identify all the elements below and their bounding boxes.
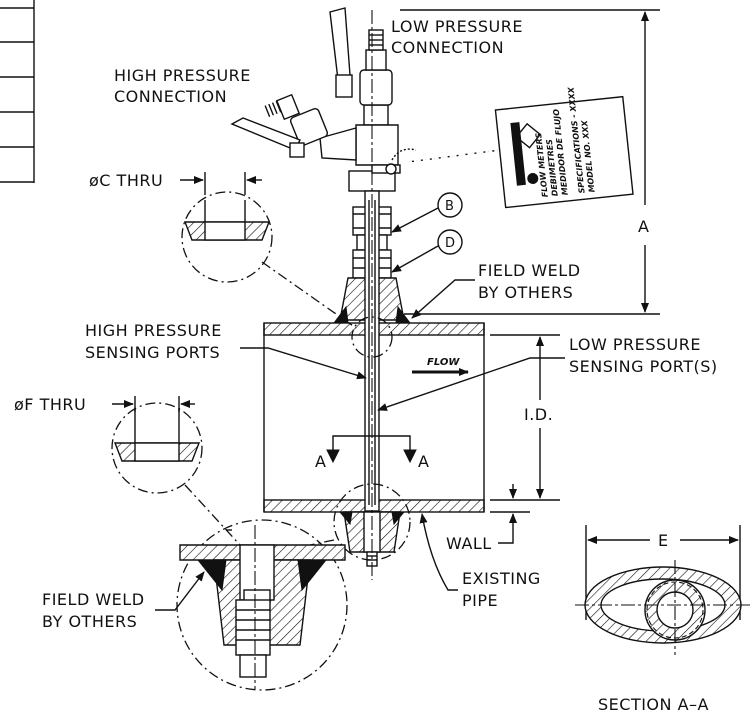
svg-text:EXISTING: EXISTING bbox=[462, 569, 541, 588]
label-high-pressure-sensing-ports: HIGH PRESSURE SENSING PORTS bbox=[85, 321, 367, 380]
dimension-id: I.D. bbox=[490, 334, 560, 501]
svg-text:FIELD WELD: FIELD WELD bbox=[42, 590, 145, 609]
tag-chain bbox=[407, 149, 501, 163]
label-field-weld-lower: FIELD WELD BY OTHERS bbox=[42, 571, 205, 631]
flow-label: FLOW bbox=[427, 357, 460, 368]
svg-text:LOW PRESSURE: LOW PRESSURE bbox=[391, 17, 523, 36]
svg-text:SENSING PORT(S): SENSING PORT(S) bbox=[569, 357, 718, 376]
svg-text:HIGH PRESSURE: HIGH PRESSURE bbox=[85, 321, 222, 340]
svg-text:HIGH PRESSURE: HIGH PRESSURE bbox=[114, 66, 251, 85]
label-field-weld-upper: FIELD WELD BY OTHERS bbox=[411, 261, 581, 319]
dim-id-label: I.D. bbox=[524, 405, 553, 424]
section-cut-markers: A A bbox=[315, 435, 429, 471]
label-low-pressure-sensing-ports: LOW PRESSURE SENSING PORT(S) bbox=[377, 335, 718, 411]
detail-f: øF THRU bbox=[14, 395, 241, 546]
callout-b: B bbox=[391, 192, 463, 233]
dim-e-label: E bbox=[658, 531, 669, 550]
c-thru-label: øC THRU bbox=[89, 171, 163, 190]
label-high-pressure-connection: HIGH PRESSURE CONNECTION bbox=[114, 66, 251, 106]
svg-text:FIELD WELD: FIELD WELD bbox=[478, 261, 581, 280]
section-a-a: E SECTION A–A bbox=[575, 525, 750, 714]
valve-head bbox=[230, 7, 417, 192]
svg-text:CONNECTION: CONNECTION bbox=[391, 38, 504, 57]
dim-a-label: A bbox=[638, 217, 649, 236]
section-mark-right: A bbox=[418, 452, 429, 471]
callout-b-letter: B bbox=[445, 199, 454, 214]
detail-c: øC THRU bbox=[89, 171, 393, 358]
label-low-pressure-connection: LOW PRESSURE CONNECTION bbox=[391, 17, 523, 57]
svg-text:SENSING PORTS: SENSING PORTS bbox=[85, 343, 220, 362]
svg-text:BY OTHERS: BY OTHERS bbox=[42, 612, 137, 631]
meter-tag: FLOW METERS DEBIMETRES MEDIDOR DE FLUJO … bbox=[494, 86, 634, 209]
table-edge bbox=[0, 0, 35, 183]
dimension-wall: WALL bbox=[446, 484, 530, 553]
svg-text:CONNECTION: CONNECTION bbox=[114, 87, 227, 106]
svg-text:LOW PRESSURE: LOW PRESSURE bbox=[569, 335, 701, 354]
wall-label: WALL bbox=[446, 534, 492, 553]
dimension-a: A bbox=[400, 9, 660, 315]
label-existing-pipe: EXISTING PIPE bbox=[419, 513, 541, 610]
detail-bottom-weld bbox=[176, 483, 411, 691]
callout-d-letter: D bbox=[445, 236, 455, 251]
f-thru-label: øF THRU bbox=[14, 395, 86, 414]
section-title: SECTION A–A bbox=[598, 695, 709, 714]
svg-text:BY OTHERS: BY OTHERS bbox=[478, 283, 573, 302]
section-mark-left: A bbox=[315, 452, 326, 471]
flow-indicator: FLOW bbox=[412, 357, 469, 376]
callout-d: D bbox=[391, 229, 463, 273]
svg-text:PIPE: PIPE bbox=[462, 591, 498, 610]
probe-stem bbox=[333, 190, 411, 567]
